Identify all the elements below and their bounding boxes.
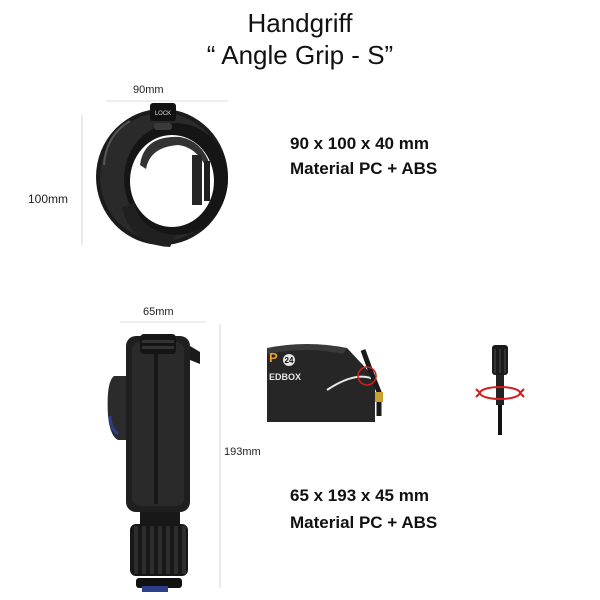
grip-material: Material PC + ABS [290,513,438,532]
ring-width-label: 90mm [133,84,164,96]
grip-dimensions: 65 x 193 x 45 mm [290,486,429,505]
ring-adapter-image: LOCK [80,95,240,255]
angle-grip-image [96,316,226,596]
number-badge: 24 [285,356,294,365]
lock-text: LOCK [155,111,171,117]
ring-dimensions: 90 x 100 x 40 mm [290,134,429,153]
grip-height-label: 193mm [224,446,261,458]
page-subtitle: “ Angle Grip - S” [206,40,394,70]
grip-width-label: 65mm [143,306,174,318]
ring-material: Material PC + ABS [290,159,438,178]
ring-height-label: 100mm [28,192,69,206]
brand-fragment: P [269,350,278,365]
softbox-detail-image: 24 P EDBOX [267,330,393,422]
box-text-fragment: EDBOX [269,372,301,382]
page-title: Handgriff [247,8,353,38]
rotation-detail-image [470,345,530,435]
